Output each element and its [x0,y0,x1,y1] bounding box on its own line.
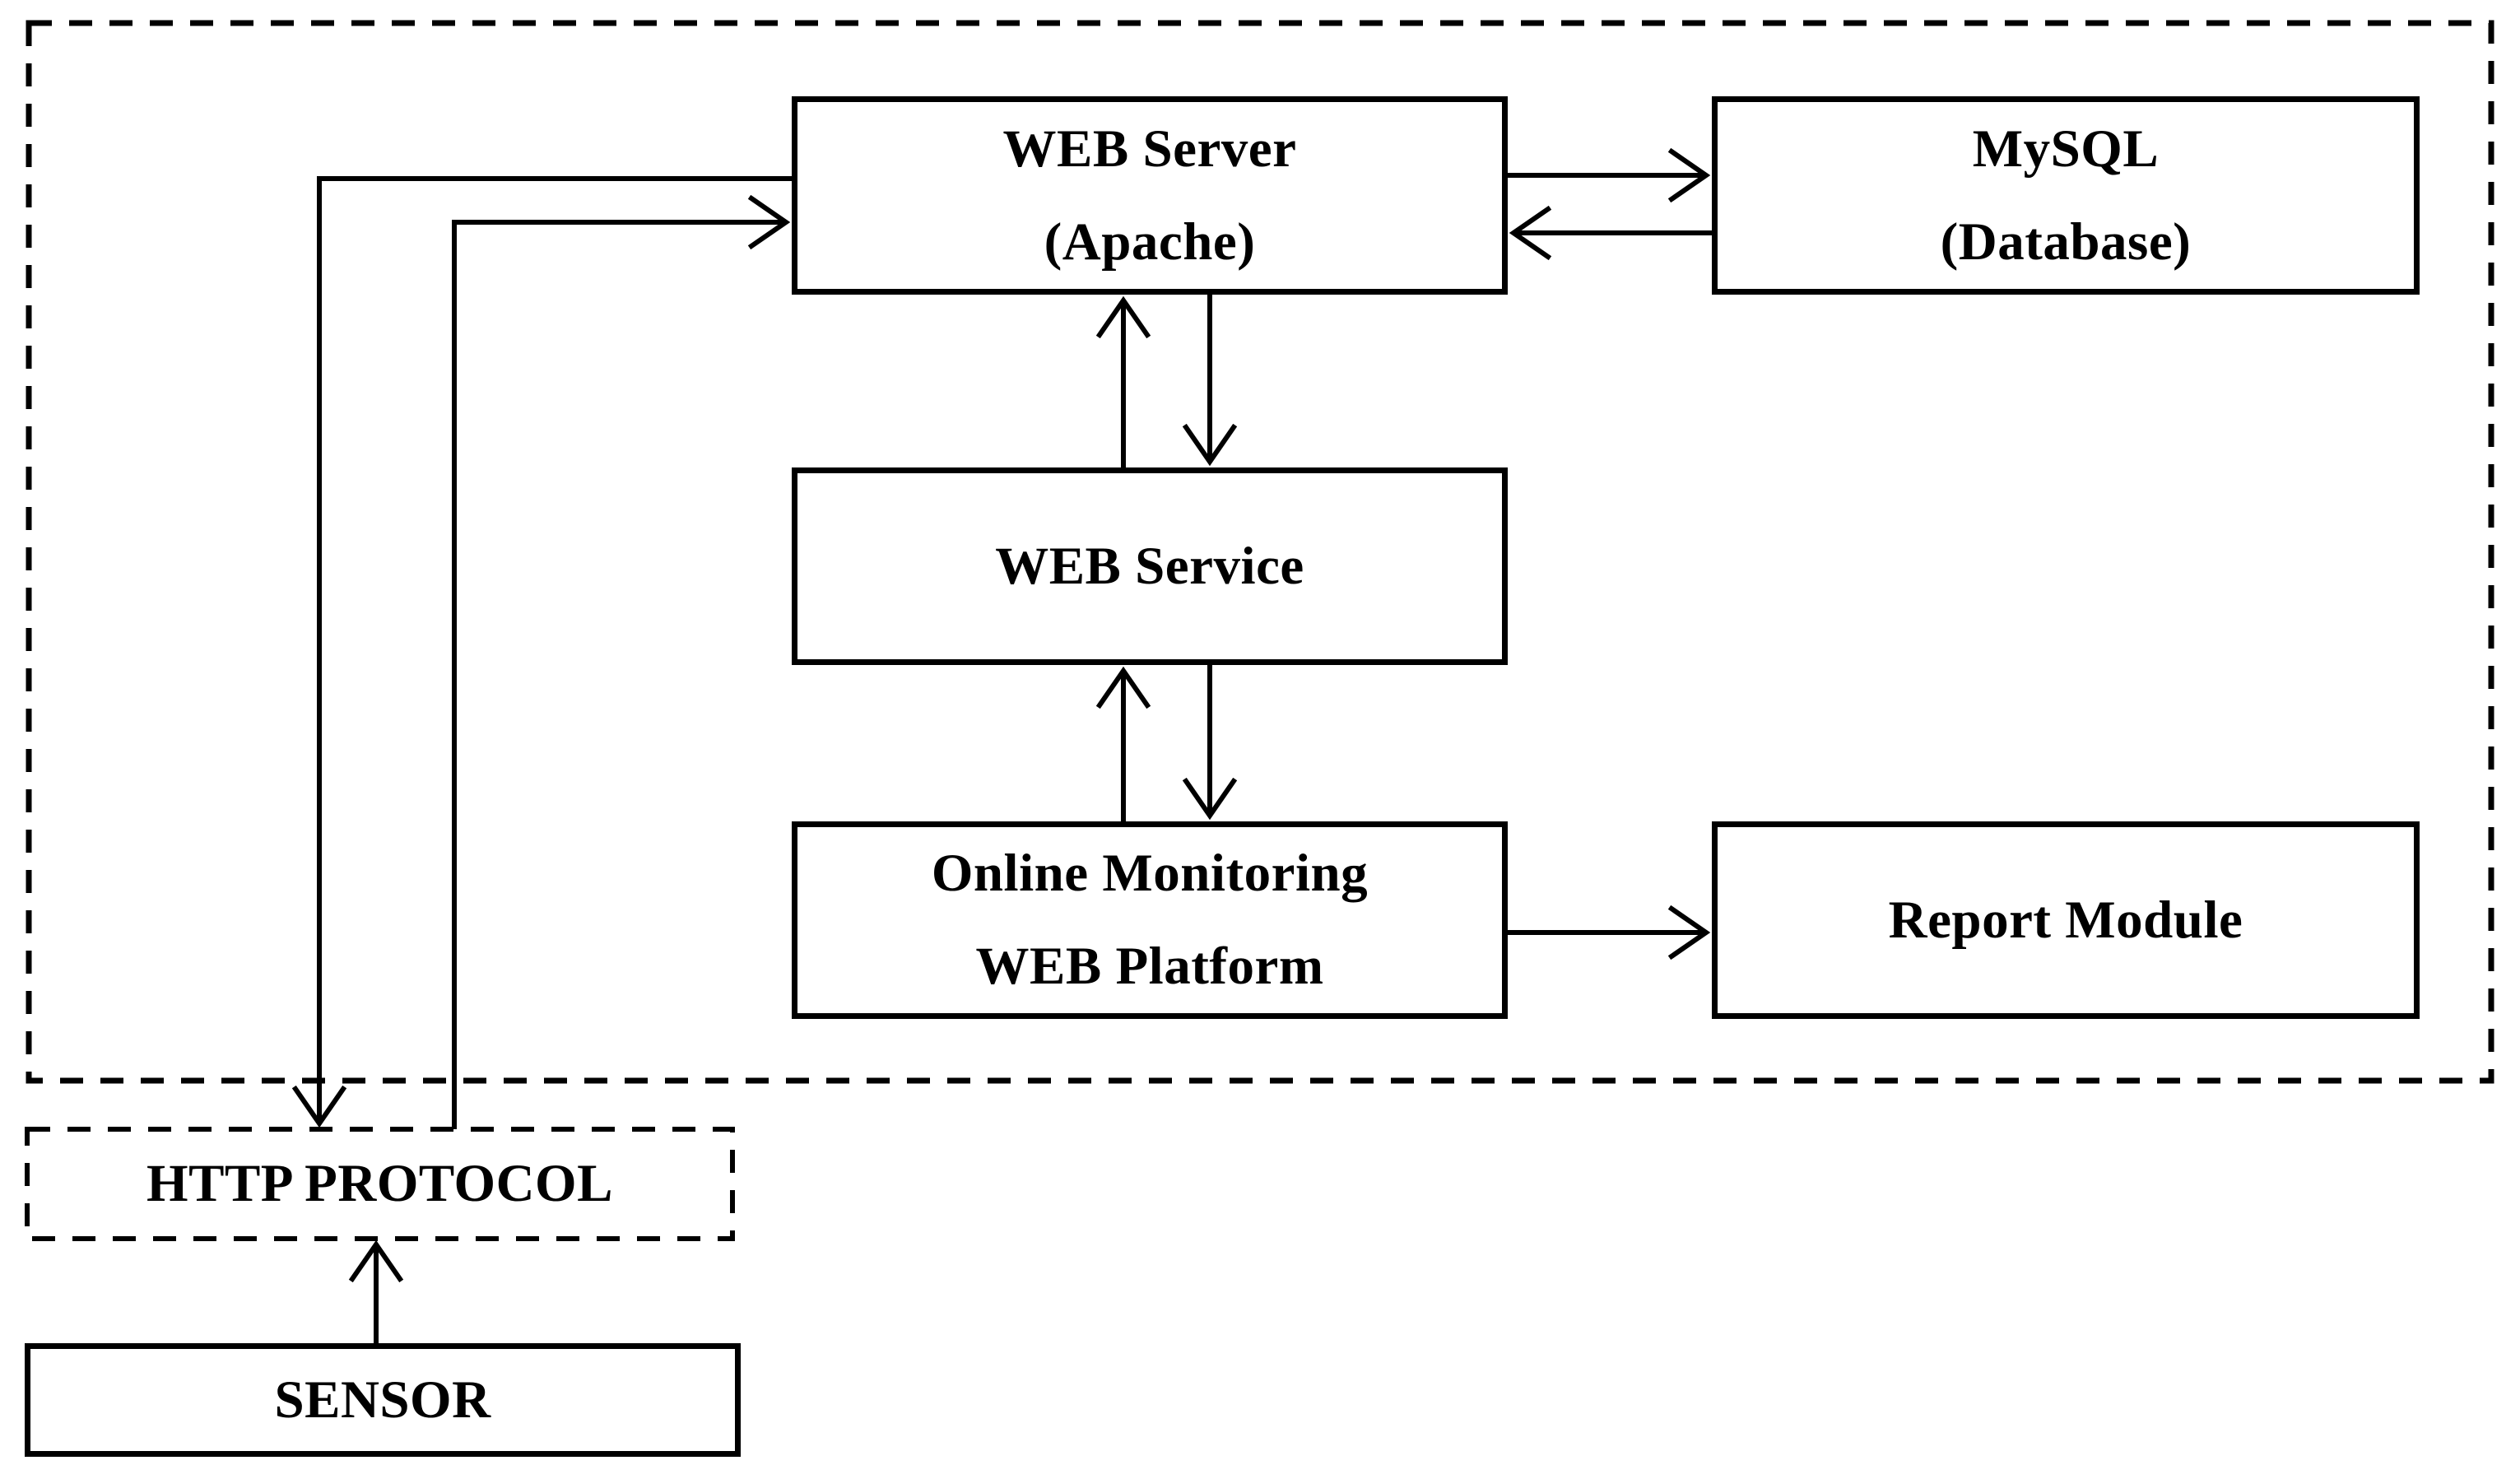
node-online-monitoring-web-platform: Online Monitoring WEB Platform [792,821,1508,1019]
node-web-service: WEB Service [792,467,1508,665]
online-monitoring-web-platform-label: Online Monitoring WEB Platform [931,844,1369,996]
http-protocol-label: HTTP PROTOCOL [146,1154,613,1213]
report-module-label: Report Module [1888,890,2243,950]
node-mysql: MySQL (Database) [1712,96,2420,295]
edge-web-server-to-http-protocol [291,176,792,1128]
node-http-protocol: HTTP PROTOCOL [25,1129,735,1239]
web-server-label: WEB Server (Apache) [1002,119,1297,272]
node-report-module: Report Module [1712,821,2420,1019]
sensor-label: SENSOR [274,1370,491,1430]
mysql-label: MySQL (Database) [1940,119,2192,272]
system-boundary-dashed-border [26,20,2494,1084]
node-sensor: SENSOR [25,1343,741,1457]
web-service-label: WEB Service [995,536,1304,596]
edge-http-protocol-to-web-server [452,194,791,1129]
http-protocol-dashed-border [25,1127,735,1241]
node-web-server: WEB Server (Apache) [792,96,1508,295]
